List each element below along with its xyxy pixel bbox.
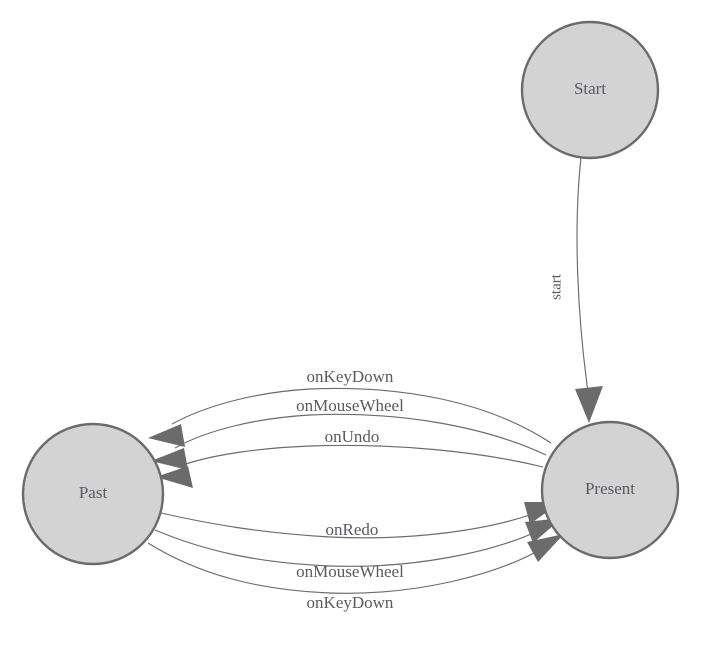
edge-past-to-present-onkeydown[interactable] [147,534,564,594]
edge-label-present-past-onkeydown: onKeyDown [307,367,394,386]
edge-present-to-past-onmousewheel[interactable] [151,413,547,470]
node-past-circle [21,422,165,566]
edge-present-to-past-onkeydown-arrowhead [148,424,185,447]
edge-present-to-past-onmousewheel-arrowhead [151,448,188,470]
edge-present-to-past-onmousewheel-path [174,413,547,456]
edge-label-present-past-onundo: onUndo [325,427,380,446]
edge-past-to-present-onkeydown-arrowhead [527,534,564,562]
edge-past-to-present-onkeydown-path [147,542,544,594]
node-past[interactable]: Past [21,422,165,566]
node-start-label: Start [574,79,606,98]
edge-start-to-present-path [576,157,589,393]
edge-present-to-past-onundo[interactable] [156,444,544,488]
node-past-label: Past [79,483,108,502]
edge-label-past-present-onkeydown: onKeyDown [307,593,394,612]
edge-label-past-present-onmousewheel: onMouseWheel [296,562,404,581]
node-present[interactable]: Present [540,420,680,560]
edge-label-past-present-onredo: onRedo [326,520,379,539]
node-start-circle [520,20,660,160]
edge-present-to-past-onundo-arrowhead [156,466,193,488]
node-present-circle [540,420,680,560]
edge-start-to-present[interactable]: start [548,157,603,423]
edge-past-to-present-onmousewheel-path [154,529,541,567]
edge-present-to-past-onkeydown[interactable] [148,387,552,447]
edge-label-start: start [548,273,564,300]
edge-start-to-present-arrowhead [575,386,603,423]
edge-present-to-past-onundo-path [179,444,544,468]
edge-label-present-past-onmousewheel: onMouseWheel [296,396,404,415]
node-present-label: Present [585,479,635,498]
edge-past-to-present-onredo-path [160,511,539,539]
node-start[interactable]: Start [520,20,660,160]
edge-present-to-past-onkeydown-path [171,387,552,444]
